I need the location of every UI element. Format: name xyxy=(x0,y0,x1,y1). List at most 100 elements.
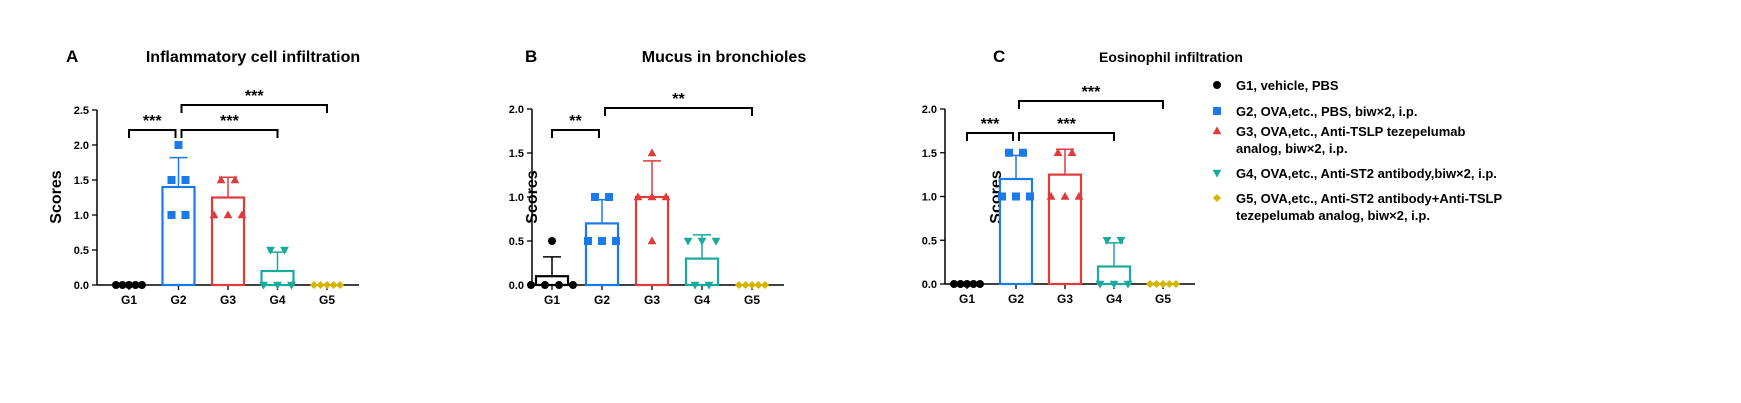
panel-a-point-g3 xyxy=(223,210,233,219)
panel-a-point-g3 xyxy=(216,175,226,184)
panel-a-significance-label: *** xyxy=(220,113,239,130)
panel-b-point-g4 xyxy=(711,237,721,246)
panel-b-y-tick-label: 1.5 xyxy=(509,148,524,160)
panel-a-x-tick-label-g4: G4 xyxy=(269,293,285,307)
panel-b-point-g1 xyxy=(569,281,577,289)
panel-c-y-tick-label: 0.5 xyxy=(922,235,937,247)
panel-c-x-tick-label-g1: G1 xyxy=(959,292,975,306)
panel-a-y-tick-label: 0.5 xyxy=(74,245,89,257)
panel-c-point-g1 xyxy=(963,280,971,288)
panel-a-point-g1 xyxy=(138,281,146,289)
panel-c-point-g5 xyxy=(1152,280,1161,288)
panel-c-point-g1 xyxy=(950,280,958,288)
panel-a-point-g4 xyxy=(266,246,275,255)
panel-b-title: Mucus in bronchioles xyxy=(642,49,807,66)
panel-b-point-g1 xyxy=(555,281,563,289)
panel-a-significance-bracket xyxy=(128,129,177,138)
panel-b-point-g4 xyxy=(704,281,714,290)
panel-a-y-tick-label: 0.0 xyxy=(74,280,89,292)
panel-a-y-axis-label: Scores xyxy=(48,170,65,223)
legend-label-g2: G2, OVA,etc., PBS, biw×2, i.p. xyxy=(1236,104,1417,119)
panel-c-point-g5 xyxy=(1159,280,1167,288)
panel-c-y-tick-label: 1.0 xyxy=(922,192,937,204)
panel-b-y-tick-label: 1.0 xyxy=(509,192,524,204)
panel-b-point-g2 xyxy=(612,237,620,245)
panel-c-y-tick-label: 0.0 xyxy=(922,279,937,291)
panel-c-point-g5 xyxy=(1146,280,1154,288)
legend-label-g1: G1, vehicle, PBS xyxy=(1236,78,1339,93)
panel-a-point-g2 xyxy=(181,176,190,184)
panel-b-x-tick-label-g1: G1 xyxy=(544,293,560,307)
panel-c-point-g3 xyxy=(1053,148,1063,156)
panel-a-point-g1 xyxy=(112,281,120,289)
panel-a-point-g4 xyxy=(259,281,268,290)
panel-c-significance-bracket xyxy=(1018,100,1164,109)
panel-a-point-g5 xyxy=(336,281,344,289)
panel-c-point-g3 xyxy=(1060,191,1070,200)
panel-b-y-tick-label: 0.5 xyxy=(509,236,524,248)
panel-b-y-tick-label: 2.0 xyxy=(509,104,524,116)
panel-c-point-g5 xyxy=(1172,280,1180,288)
panel-a-title: Inflammatory cell infiltration xyxy=(146,49,360,66)
panel-b-point-g4 xyxy=(697,237,707,246)
panel-a: A Inflammatory cell infiltration Scores … xyxy=(48,47,360,307)
panel-a-point-g5 xyxy=(323,281,331,289)
panel-a-x-tick-label-g2: G2 xyxy=(170,293,186,307)
panel-a-point-g3 xyxy=(209,210,219,219)
panel-c-point-g2 xyxy=(1005,148,1013,157)
panel-c-bar-g3 xyxy=(1047,173,1083,286)
panel-c-y-tick-label: 1.5 xyxy=(922,148,937,160)
legend-marker-g5 xyxy=(1213,194,1221,202)
panel-b-point-g2 xyxy=(598,237,606,245)
panel-c-x-tick-label-g3: G3 xyxy=(1057,292,1073,306)
panel-c-x-tick-label-g5: G5 xyxy=(1155,292,1171,306)
panel-a-significance-bracket xyxy=(180,129,279,138)
panel-a-point-g3 xyxy=(230,175,240,184)
panel-c-point-g3 xyxy=(1046,191,1056,200)
panel-a-point-g2 xyxy=(174,141,183,149)
panel-c-point-g1 xyxy=(969,280,978,288)
panel-b-point-g2 xyxy=(584,237,592,245)
panel-c-point-g2 xyxy=(1026,192,1034,201)
panel-b-point-g3 xyxy=(647,236,657,245)
panel-a-point-g5 xyxy=(316,281,325,289)
panel-c: C Eosinophil infiltration Scores 0.00.51… xyxy=(922,47,1243,306)
panel-c-significance-bracket xyxy=(1018,132,1115,141)
panel-b-significance-label: ** xyxy=(672,91,685,108)
panel-b-bar-g1 xyxy=(534,275,570,287)
panel-c-point-g2 xyxy=(998,192,1006,201)
legend-label-g3: G3, OVA,etc., Anti-TSLP tezepelumab xyxy=(1236,124,1466,139)
panel-b-significance-bracket xyxy=(604,107,753,116)
panel-c-title: Eosinophil infiltration xyxy=(1099,49,1243,65)
panel-c-point-g1 xyxy=(956,280,965,288)
panel-a-y-tick-label: 2.5 xyxy=(74,105,89,117)
panel-c-point-g2 xyxy=(1012,192,1020,201)
panel-b-bar-g2 xyxy=(584,222,620,287)
legend-label-g3: analog, biw×2, i.p. xyxy=(1236,141,1348,156)
panel-a-point-g1 xyxy=(131,281,140,289)
panel-a-point-g2 xyxy=(167,211,176,219)
panel-a-letter: A xyxy=(66,47,78,66)
panel-b-point-g1 xyxy=(541,281,549,289)
panel-c-point-g2 xyxy=(1019,148,1027,157)
legend-label-g4: G4, OVA,etc., Anti-ST2 antibody,biw×2, i… xyxy=(1236,166,1497,181)
legend-label-g5: tezepelumab analog, biw×2, i.p. xyxy=(1236,208,1430,223)
panel-b-point-g5 xyxy=(761,281,769,289)
panel-c-significance-label: *** xyxy=(981,116,1000,133)
panel-a-y-tick-label: 2.0 xyxy=(74,140,89,152)
panel-a-bar-g2 xyxy=(161,185,196,287)
panel-a-y-tick-label: 1.0 xyxy=(74,210,89,222)
panel-a-significance-label: *** xyxy=(245,88,264,105)
panel-a-point-g3 xyxy=(237,210,247,219)
panel-b-significance-bracket xyxy=(551,129,600,138)
panel-c-y-tick-label: 2.0 xyxy=(922,104,937,116)
panel-a-point-g4 xyxy=(287,281,296,290)
panel-b-significance-label: ** xyxy=(569,113,582,130)
panel-b-x-tick-label-g2: G2 xyxy=(594,293,610,307)
panel-c-significance-label: *** xyxy=(1082,84,1101,101)
panel-b-bar-g4 xyxy=(684,257,720,287)
panel-b-point-g1 xyxy=(548,237,556,245)
panel-a-point-g2 xyxy=(167,176,176,184)
panel-b-point-g1 xyxy=(527,281,535,289)
